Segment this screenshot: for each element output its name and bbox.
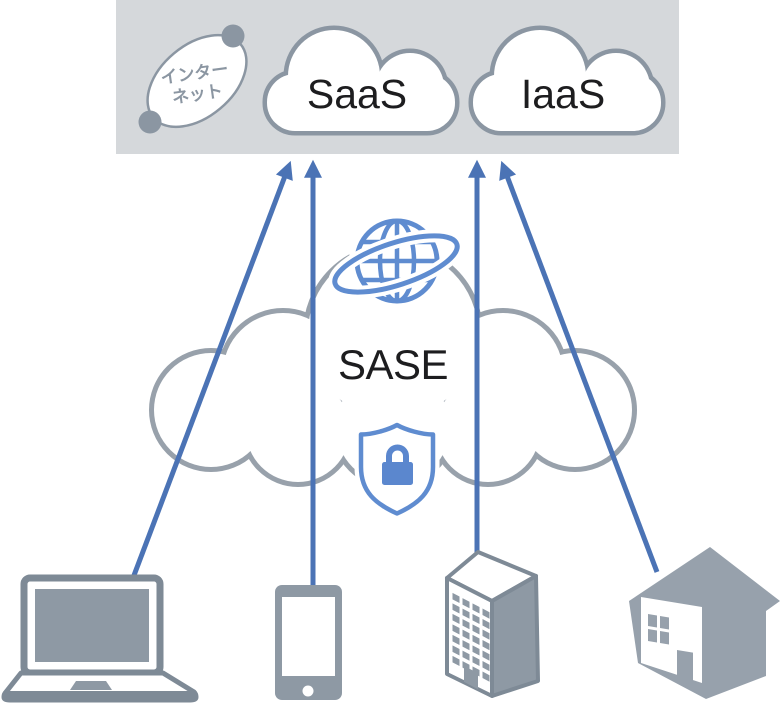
internet-node-dot-top bbox=[221, 24, 245, 48]
saas-label: SaaS bbox=[307, 71, 407, 117]
house-icon bbox=[629, 547, 780, 699]
iaas-label: IaaS bbox=[521, 71, 605, 117]
laptop-icon bbox=[1, 574, 199, 703]
internet-node-dot-bottom bbox=[138, 110, 162, 134]
arrow-laptop-up bbox=[130, 160, 293, 579]
shield-lock-icon bbox=[354, 418, 440, 520]
house-window bbox=[648, 614, 669, 645]
globe-orbit-ring bbox=[332, 233, 460, 295]
arrow-house-up bbox=[499, 160, 660, 573]
iaas-cloud: IaaS bbox=[468, 25, 666, 136]
laptop-touchpad bbox=[70, 681, 112, 690]
traffic-arrows bbox=[130, 159, 660, 585]
smartphone-icon bbox=[275, 585, 342, 700]
building-windows bbox=[452, 592, 490, 690]
lock-body bbox=[382, 462, 413, 485]
laptop-screen bbox=[35, 589, 149, 662]
globe-icon bbox=[328, 213, 464, 309]
smartphone-home-button bbox=[302, 685, 314, 697]
building-door bbox=[464, 665, 478, 690]
lock-shackle bbox=[386, 444, 409, 463]
building-icon bbox=[445, 550, 540, 698]
saas-cloud: SaaS bbox=[262, 25, 460, 136]
smartphone-screen bbox=[282, 597, 335, 676]
laptop-base-edge bbox=[4, 691, 196, 700]
sase-label: SASE bbox=[338, 341, 448, 388]
internet-symbol-icon: インター ネット bbox=[138, 24, 248, 134]
house-door bbox=[677, 650, 693, 685]
